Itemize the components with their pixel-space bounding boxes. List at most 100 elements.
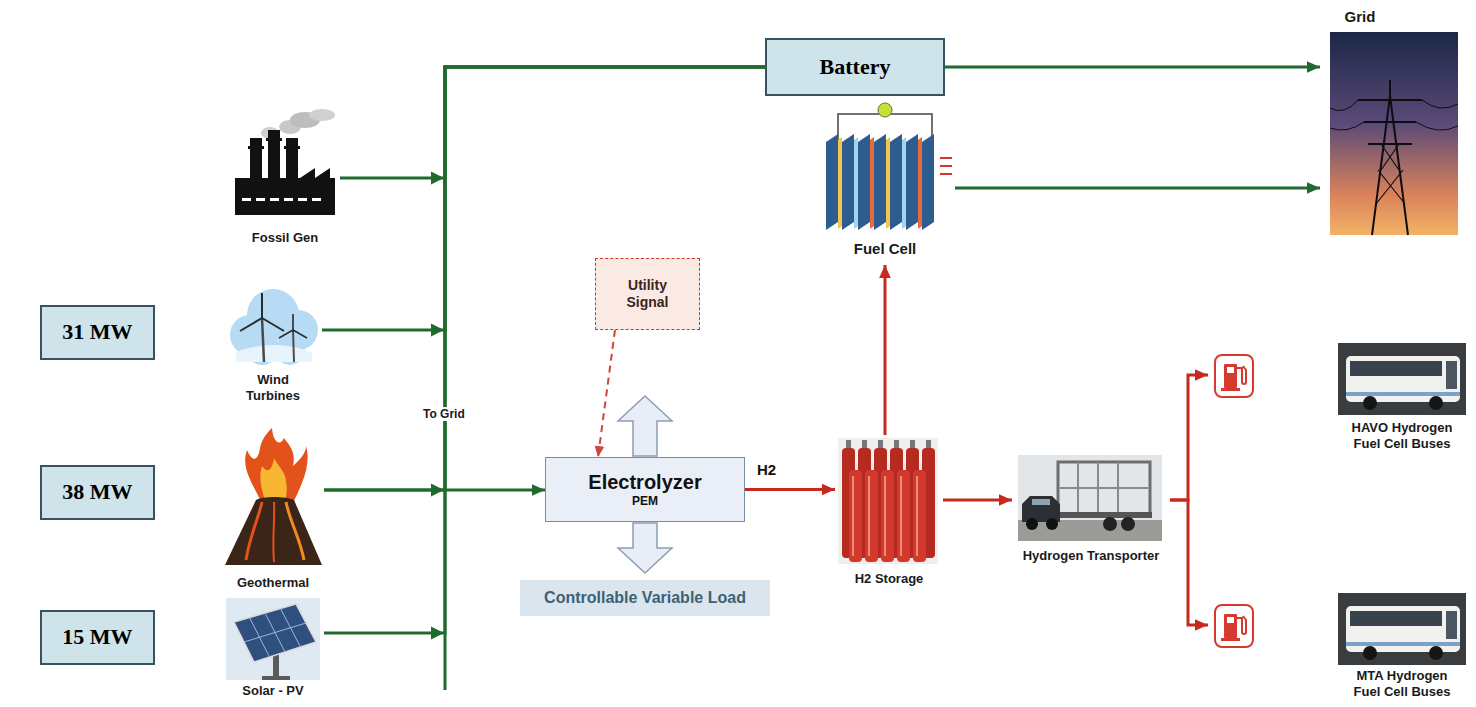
hydrogen-cylinders-photo (838, 438, 938, 564)
fuel-cell-icon-part-part (922, 134, 934, 230)
fossil-plant-icon-part (250, 138, 262, 180)
wind-turbine-icon-part (292, 314, 294, 330)
caption-text: Fossil Gen (252, 230, 318, 246)
connector-group (945, 67, 1320, 68)
fuel-cell-icon-part-part (858, 134, 870, 230)
bus-photo (1338, 593, 1466, 665)
capacity-box: 31 MW (40, 305, 155, 360)
box-text: Battery (820, 54, 891, 80)
wind-turbine-icon-part (240, 318, 262, 331)
bus-photo-part (1429, 396, 1443, 410)
capacity-box: 38 MW (40, 465, 155, 520)
fossil-plant-icon-part-part (284, 198, 293, 201)
wind-turbine-icon-part (262, 318, 284, 331)
load-arrow-symbol-part (618, 396, 672, 456)
hydrogen-cylinders-photo-part-part (894, 440, 899, 449)
volcano-icon-part (245, 428, 307, 505)
flow-connector (945, 66, 1320, 69)
fuel-pump-icon-part (1227, 367, 1234, 373)
wind-turbine-icon-part (261, 293, 263, 318)
hydrogen-cylinders-photo-part (846, 440, 931, 449)
bus-photo-part (1346, 606, 1460, 652)
hydrogen-cylinders-photo-part-part (897, 470, 910, 562)
hydrogen-transporter-node: Hydrogen Transporter (1012, 452, 1170, 570)
flow-connector (324, 489, 545, 492)
flow-connector (324, 67, 765, 633)
hydrogen-trailer-photo-part (1018, 520, 1162, 541)
hydrogen-cylinders-photo-part-part (852, 476, 854, 556)
hydrogen-cylinders-photo-part-part (849, 470, 862, 562)
fuel-cell-icon-part-part (826, 134, 838, 230)
arrowhead (431, 324, 444, 337)
connector-group (324, 490, 545, 491)
bus-photo-part (1346, 392, 1460, 396)
connector-group (324, 67, 765, 497)
fuel-cell-icon-part (854, 137, 858, 229)
fuel-pump-icon (1215, 355, 1253, 397)
box-text: 31 MW (62, 319, 132, 345)
bus-photo-part (1338, 343, 1466, 415)
grid-tower-photo-part-part (1389, 80, 1391, 96)
fuel-pump-icon-part (1221, 388, 1240, 391)
flow-connector (1170, 375, 1208, 500)
fossil-plant-icon-part-part (242, 198, 251, 201)
box-text: 15 MW (62, 624, 132, 650)
fossil-plant-icon-part (268, 130, 280, 180)
fossil-plant-icon-part (286, 138, 298, 180)
caption-text: Geothermal (237, 575, 309, 591)
hydrogen-cylinders-photo-part-part (926, 440, 931, 449)
fuel-cell-icon-part (878, 103, 892, 117)
arrowhead (431, 627, 444, 640)
flow-connector (324, 67, 765, 490)
hydrogen-trailer-photo-part (1022, 496, 1060, 522)
fuel-pump-icon-part (1227, 617, 1234, 623)
connector-group (745, 489, 835, 490)
wind-turbines-node: Wind Turbines (224, 278, 322, 410)
fuel-pump-icon-part (1221, 638, 1240, 641)
fossil-plant-icon-part (248, 146, 264, 149)
fuel-cell-icon-part-part (940, 173, 952, 175)
flow-connector (745, 488, 835, 491)
solar-panel-icon-part-part (244, 623, 306, 642)
fuel-cell-icon-part (826, 134, 934, 230)
solar-panel-icon-part (234, 604, 316, 662)
fossil-plant-icon-part-part (270, 198, 279, 201)
geothermal-node: Geothermal (222, 425, 324, 595)
connector-group (322, 67, 1320, 640)
wind-turbine-icon-part (279, 330, 293, 338)
fossil-plant-icon-part (284, 146, 300, 149)
bus-photo-part (1446, 611, 1457, 639)
volcano-icon (225, 428, 322, 565)
fuel-cell-icon-part (940, 158, 952, 174)
connector-group (1170, 375, 1208, 500)
utility-signal-box: Utility Signal (595, 258, 700, 330)
bus-photo-part (1446, 361, 1457, 389)
solar-panel-icon (226, 598, 320, 680)
grid-tower-photo-part (1330, 32, 1458, 235)
hydrogen-cylinders-photo-part-part (868, 476, 870, 556)
flow-connector (943, 499, 1012, 502)
volcano-icon-part (246, 502, 262, 560)
flow-connector (322, 67, 765, 330)
wind-turbine-icon-part (262, 318, 264, 362)
fossil-plant-icon-part (309, 109, 335, 121)
fuel-cell-icon-part (838, 137, 842, 229)
arrowhead (431, 172, 444, 185)
hydrogen-trailer-photo-part (1103, 517, 1117, 531)
box-text: 38 MW (62, 479, 132, 505)
bus-fleet-node: HAVO Hydrogen Fuel Cell Buses (1208, 338, 1472, 454)
grid-tower-photo-part-part (1330, 100, 1458, 130)
bus-photo-part (1346, 642, 1460, 646)
fuel-pump-icon-part (1237, 616, 1246, 634)
bus-photo-part (1363, 646, 1377, 660)
fuel-cell-node: Fuel Cell (815, 100, 955, 265)
solar-panel-icon-part (262, 676, 290, 680)
caption-text: HAVO Hydrogen Fuel Cell Buses (1343, 420, 1461, 451)
fuel-pump-icon-part (1224, 614, 1237, 638)
bus-fleet-node: MTA Hydrogen Fuel Cell Buses (1208, 592, 1472, 704)
fuel-cell-icon-part (886, 137, 890, 229)
connector-group (340, 67, 765, 185)
fuel-cell-icon-part-part (842, 134, 854, 230)
